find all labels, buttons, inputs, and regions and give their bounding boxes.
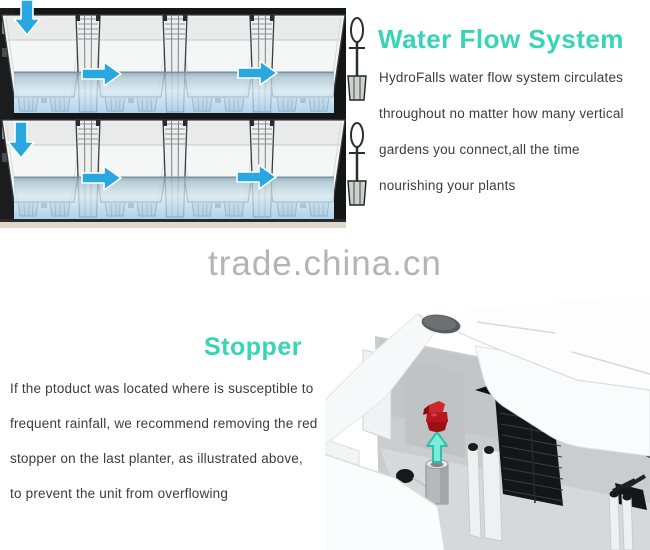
watermark: trade.china.cn <box>208 244 442 283</box>
planter-outer-wall <box>325 313 444 550</box>
frame-bottom-strip <box>0 222 346 228</box>
divider-channel <box>466 443 503 542</box>
flow-arrow-down <box>7 121 35 159</box>
water-flow-text-line: gardens you connect,all the time <box>379 142 580 157</box>
planter-row-2 <box>0 113 368 219</box>
water-flow-text-line: throughout no matter how many vertical <box>379 106 624 121</box>
stopper-3d-illustration <box>325 298 650 550</box>
stopper-heading: Stopper <box>204 333 302 361</box>
frame-bottom-edge <box>0 219 346 222</box>
divider-channel <box>608 478 636 550</box>
planter-row-1 <box>0 8 368 114</box>
water-flow-text-line: HydroFalls water flow system circulates <box>379 70 624 85</box>
stopper-text-line: to prevent the unit from overflowing <box>10 486 229 501</box>
up-arrow <box>426 431 448 463</box>
flow-arrow-down <box>13 0 41 36</box>
flow-arrow-right <box>236 164 277 190</box>
water-flow-diagram <box>0 0 368 228</box>
planter-top-face <box>416 298 650 391</box>
float-gauge <box>346 16 368 102</box>
flow-arrow-right <box>237 60 278 86</box>
stopper-text-line: If the ptoduct was located where is susc… <box>10 381 314 396</box>
overflow-tube <box>425 459 449 505</box>
stopper-text-line: stopper on the last planter, as illustra… <box>10 451 303 466</box>
float-gauge <box>346 121 368 207</box>
red-stopper <box>423 401 448 432</box>
stopper-text-line: frequent rainfall, we recommend removing… <box>10 416 318 431</box>
drain-hole <box>420 313 462 335</box>
water-flow-heading: Water Flow System <box>378 24 624 54</box>
flow-arrow-right <box>81 61 122 87</box>
flow-arrow-right <box>81 165 122 191</box>
water-flow-text-line: nourishing your plants <box>379 178 516 193</box>
